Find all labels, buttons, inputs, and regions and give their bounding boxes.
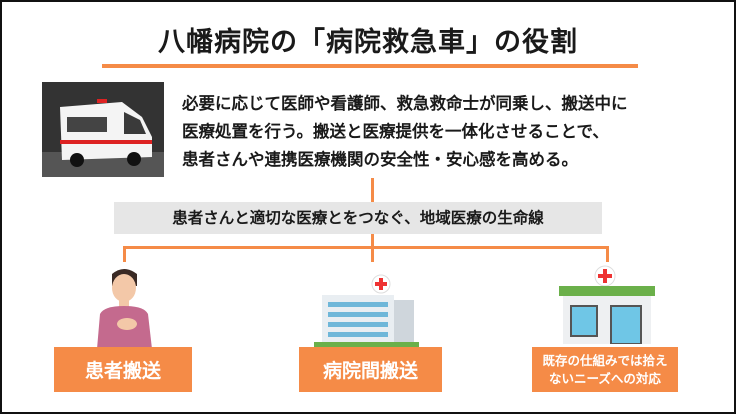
connector-line xyxy=(371,234,374,248)
ambulance-photo xyxy=(42,82,164,177)
role-label: 患者搬送 xyxy=(84,360,161,382)
connector-line xyxy=(371,178,374,202)
description-line: 患者さんや連携医療機関の安全性・安心感を高める。 xyxy=(182,150,578,169)
page-title: 八幡病院の「病院救急車」の役割 xyxy=(158,27,578,58)
connector-line xyxy=(123,246,609,249)
title-underline xyxy=(102,64,638,68)
role-box-patient-transport: 患者搬送 xyxy=(54,347,192,392)
description-line: 必要に応じて医師や看護師、救急救命士が同乗し、搬送中に xyxy=(182,94,628,113)
role-label-line: 既存の仕組みでは拾え xyxy=(542,352,668,368)
clinic-icon xyxy=(557,264,657,348)
lifeline-banner: 患者さんと適切な医療とをつなぐ、地域医療の生命線 xyxy=(114,202,602,234)
hospital-icon xyxy=(314,270,419,354)
description: 必要に応じて医師や看護師、救急救命士が同乗し、搬送中に 医療処置を行う。搬送と医… xyxy=(182,90,722,174)
role-box-unmet-needs: 既存の仕組みでは拾え ないニーズへの対応 xyxy=(532,347,678,392)
description-line: 医療処置を行う。搬送と医療提供を一体化させることで、 xyxy=(182,122,609,141)
patient-icon xyxy=(82,264,167,353)
role-label-line: ないニーズへの対応 xyxy=(549,370,661,386)
connector-line xyxy=(123,246,126,262)
role-label: 病院間搬送 xyxy=(322,360,418,382)
connector-line xyxy=(606,246,609,262)
role-box-interhospital-transport: 病院間搬送 xyxy=(299,347,442,392)
connector-line xyxy=(371,246,374,262)
